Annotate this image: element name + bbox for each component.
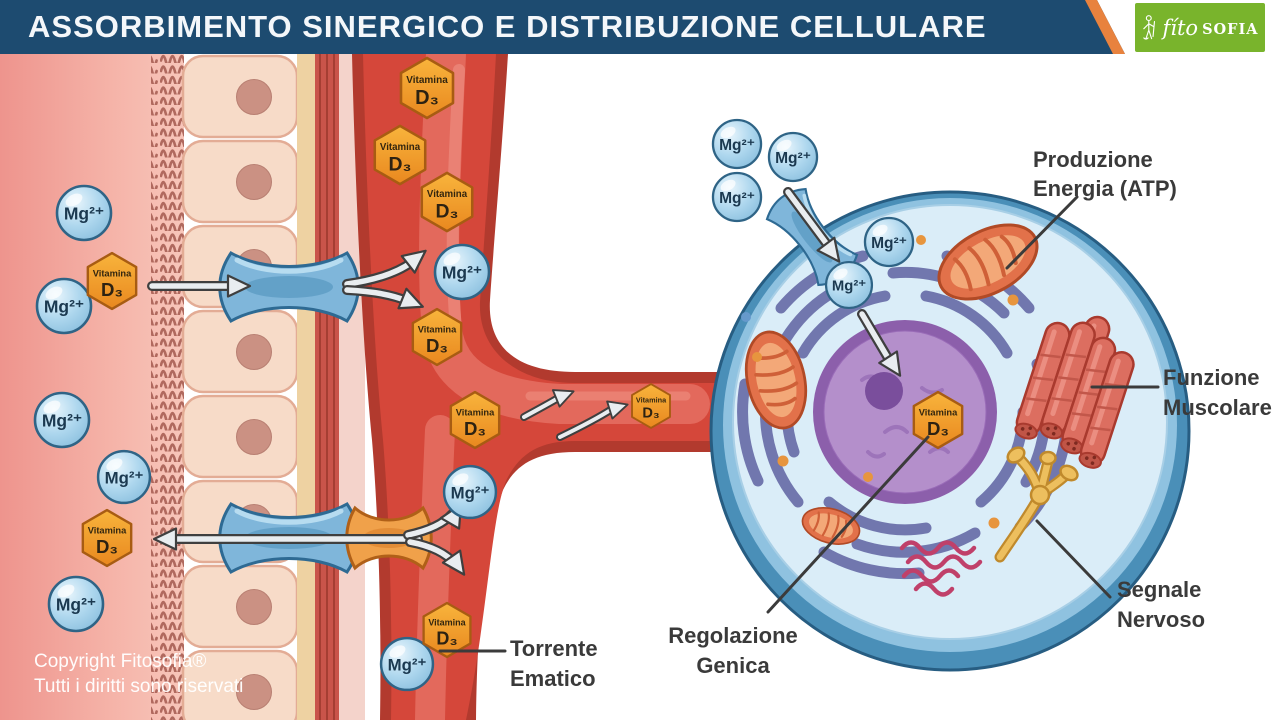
mg-ion-label: Mg²⁺ bbox=[442, 263, 482, 283]
label-regolazione-genica: Regolazione bbox=[668, 623, 798, 648]
mg-ion-label: Mg²⁺ bbox=[42, 411, 82, 431]
svg-text:Genica: Genica bbox=[696, 653, 770, 678]
svg-text:Vitamina: Vitamina bbox=[636, 395, 667, 404]
golgi-strands bbox=[899, 540, 983, 597]
mg-ion: Mg²⁺ bbox=[767, 131, 819, 183]
svg-text:Muscolare: Muscolare bbox=[1163, 395, 1272, 420]
mg-ion-label: Mg²⁺ bbox=[832, 279, 866, 295]
mg-ion: Mg²⁺ bbox=[47, 575, 105, 633]
mg-ion-label: Mg²⁺ bbox=[719, 190, 755, 207]
mg-ion-label: Mg²⁺ bbox=[719, 137, 755, 154]
flow-arrow bbox=[556, 400, 629, 441]
mg-ion-label: Mg²⁺ bbox=[871, 235, 907, 252]
copyright-notice: Copyright Fitosofia® Tutti i diritti son… bbox=[34, 649, 243, 699]
logo-text-fito: fíto bbox=[1162, 15, 1199, 40]
mg-ion-label: Mg²⁺ bbox=[56, 595, 96, 615]
flow-arrow bbox=[783, 187, 841, 263]
svg-text:Vitamina: Vitamina bbox=[418, 324, 457, 334]
label-segnale-nervoso: Segnale bbox=[1117, 577, 1201, 602]
flow-arrow bbox=[857, 309, 902, 377]
svg-text:Vitamina: Vitamina bbox=[427, 189, 468, 200]
copyright-line2: Tutti i diritti sono riservati bbox=[34, 676, 244, 697]
svg-text:Vitamina: Vitamina bbox=[93, 268, 132, 278]
mg-ion: Mg²⁺ bbox=[33, 391, 91, 449]
svg-text:Vitamina: Vitamina bbox=[428, 618, 466, 628]
label-line-gene bbox=[766, 435, 930, 614]
mg-ion-label: Mg²⁺ bbox=[388, 655, 427, 674]
flow-arrow bbox=[520, 389, 575, 421]
mg-ion-label: Mg²⁺ bbox=[775, 150, 811, 167]
svg-text:D₃: D₃ bbox=[436, 201, 459, 223]
flow-arrow bbox=[342, 249, 427, 289]
label-produzione-energia: Produzione bbox=[1033, 147, 1153, 172]
header-bar: ASSORBIMENTO SINERGICO E DISTRIBUZIONE C… bbox=[0, 0, 1280, 54]
flow-arrow bbox=[405, 537, 466, 576]
svg-text:D₃: D₃ bbox=[464, 418, 486, 439]
svg-text:Nervoso: Nervoso bbox=[1117, 607, 1205, 632]
flow-arrow bbox=[152, 527, 423, 551]
svg-text:Vitamina: Vitamina bbox=[919, 407, 958, 417]
label-funzione-muscolare: Funzione bbox=[1163, 365, 1260, 390]
mg-ion: Mg²⁺ bbox=[442, 464, 498, 520]
nucleus bbox=[813, 320, 997, 504]
svg-text:D₃: D₃ bbox=[642, 406, 659, 422]
svg-text:D₃: D₃ bbox=[389, 154, 412, 176]
mg-ion-label: Mg²⁺ bbox=[451, 483, 490, 502]
mg-ion: Mg²⁺ bbox=[711, 118, 763, 170]
svg-text:D₃: D₃ bbox=[101, 279, 123, 300]
mg-ion: Mg²⁺ bbox=[711, 171, 763, 223]
neuron bbox=[994, 446, 1079, 563]
epithelial-cells-layer bbox=[181, 54, 299, 720]
svg-text:Energia (ATP): Energia (ATP) bbox=[1033, 176, 1177, 201]
mg-ion: Mg²⁺ bbox=[35, 277, 93, 335]
mg-ion-label: Mg²⁺ bbox=[64, 204, 104, 224]
svg-text:D₃: D₃ bbox=[415, 87, 439, 109]
mg-ion-label: Mg²⁺ bbox=[105, 468, 144, 487]
mg-ion: Mg²⁺ bbox=[863, 216, 915, 268]
svg-text:D₃: D₃ bbox=[927, 418, 949, 439]
svg-text:D₃: D₃ bbox=[426, 335, 448, 356]
brush-border-microvilli bbox=[151, 54, 184, 720]
svg-text:Vitamina: Vitamina bbox=[88, 525, 127, 535]
annotation-labels: Produzione Energia (ATP) Funzione Muscol… bbox=[510, 147, 1272, 691]
svg-text:Vitamina: Vitamina bbox=[406, 75, 448, 86]
mg-ion: Mg²⁺ bbox=[96, 449, 152, 505]
svg-text:D₃: D₃ bbox=[436, 628, 457, 648]
svg-text:D₃: D₃ bbox=[96, 536, 118, 557]
mg-ion: Mg²⁺ bbox=[433, 243, 491, 301]
gardener-icon bbox=[1143, 14, 1156, 40]
copyright-line1: Copyright Fitosofia® bbox=[34, 651, 207, 672]
svg-text:Vitamina: Vitamina bbox=[456, 407, 495, 417]
mg-ion: Mg²⁺ bbox=[824, 260, 874, 310]
mg-ion: Mg²⁺ bbox=[55, 184, 113, 242]
flow-arrow bbox=[147, 274, 252, 298]
mg-ion: Mg²⁺ bbox=[379, 636, 435, 692]
flow-arrow bbox=[342, 285, 424, 310]
logo-text-sofia: SOFIA bbox=[1202, 20, 1259, 38]
tissue-layers bbox=[297, 54, 365, 720]
nucleolus bbox=[865, 372, 903, 410]
annotation-lines bbox=[438, 195, 1160, 653]
label-line-energy bbox=[1005, 195, 1079, 270]
page-title: ASSORBIMENTO SINERGICO E DISTRIBUZIONE C… bbox=[28, 9, 987, 44]
svg-text:Ematico: Ematico bbox=[510, 666, 596, 691]
svg-text:Vitamina: Vitamina bbox=[380, 142, 421, 153]
mg-ion-label: Mg²⁺ bbox=[44, 297, 84, 317]
label-torrente-ematico: Torrente bbox=[510, 636, 598, 661]
label-line-nerve bbox=[1035, 519, 1112, 599]
